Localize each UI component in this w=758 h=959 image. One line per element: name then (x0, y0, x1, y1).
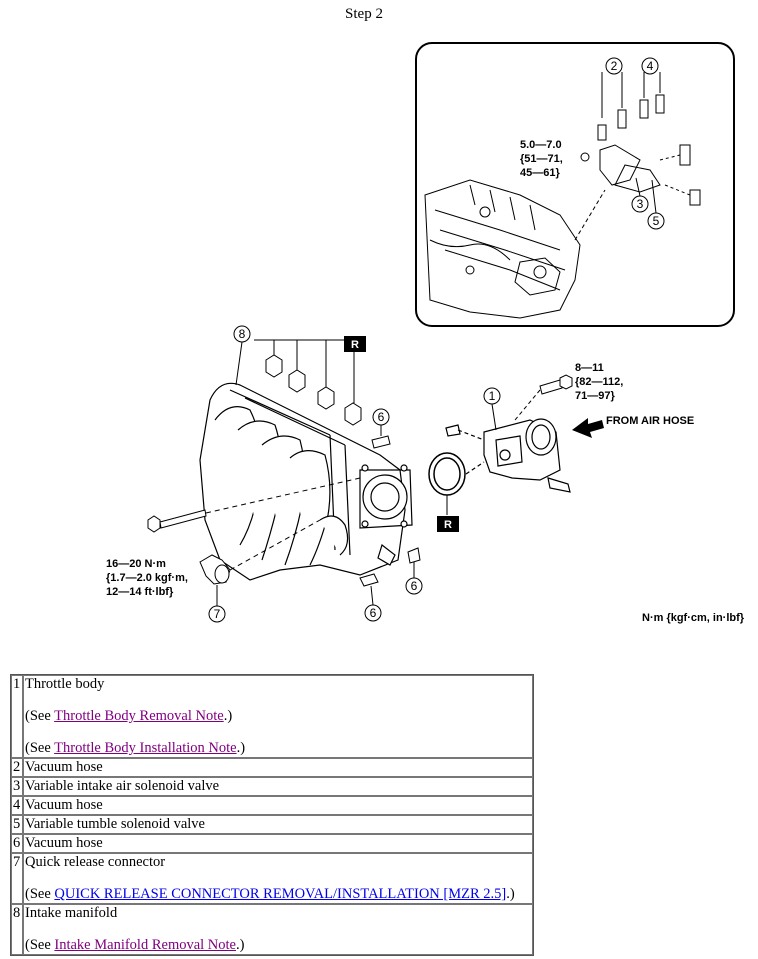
callout-6b: 6 (411, 579, 418, 593)
see-prefix: (See (25, 740, 55, 756)
part-number: 3 (11, 777, 23, 796)
callout-2: 2 (611, 59, 618, 73)
see-prefix: (See (25, 886, 55, 902)
svg-text:5.0—7.0: 5.0—7.0 (520, 139, 562, 151)
svg-text:45—61}: 45—61} (520, 167, 560, 179)
torque-spec-right: 8—11 {82—112, 71—97} (575, 362, 623, 402)
callout-7: 7 (214, 607, 221, 621)
see-prefix: (See (25, 708, 55, 724)
part-name: Vacuum hose (25, 759, 103, 775)
svg-text:{1.7—2.0 kgf·m,: {1.7—2.0 kgf·m, (106, 572, 188, 584)
part-name: Variable tumble solenoid valve (25, 816, 205, 832)
reference-link[interactable]: Throttle Body Installation Note (54, 740, 237, 756)
see-reference: (See Throttle Body Installation Note.) (25, 740, 531, 757)
reference-link[interactable]: Throttle Body Removal Note (54, 708, 224, 724)
vacuum-hoses-drawing (359, 435, 421, 587)
part-name: Vacuum hose (25, 835, 103, 851)
reference-link[interactable]: Intake Manifold Removal Note (54, 937, 236, 953)
part-number: 5 (11, 815, 23, 834)
part-number: 2 (11, 758, 23, 777)
intake-manifold-exploded-diagram: 2 4 3 5 5.0—7.0 {51—71, 45—61} R (106, 42, 745, 624)
air-flow-arrow (572, 418, 604, 438)
detail-inset-frame (415, 42, 735, 327)
part-description: Throttle body (See Throttle Body Removal … (23, 675, 533, 758)
callout-4: 4 (647, 59, 654, 73)
svg-text:8—11: 8—11 (575, 362, 604, 374)
part-name: Intake manifold (25, 905, 118, 921)
torque-spec-left: 16—20 N·m {1.7—2.0 kgf·m, 12—14 ft·lbf} (106, 558, 188, 598)
svg-text:71—97}: 71—97} (575, 390, 615, 402)
callout-1: 1 (489, 389, 496, 403)
reference-link[interactable]: QUICK RELEASE CONNECTOR REMOVAL/INSTALLA… (54, 886, 507, 902)
part-number: 8 (11, 904, 23, 955)
callout-5: 5 (653, 214, 660, 228)
see-suffix: .) (236, 937, 245, 953)
svg-text:12—14 ft·lbf}: 12—14 ft·lbf} (106, 586, 174, 598)
torque-spec-upper: 5.0—7.0 {51—71, 45—61} (520, 139, 563, 179)
part-description: Quick release connector (See QUICK RELEAS… (23, 853, 533, 904)
part-description: Vacuum hose (23, 834, 533, 853)
see-suffix: .) (223, 708, 233, 724)
callout-6c: 6 (370, 606, 377, 620)
part-name: Throttle body (25, 676, 105, 692)
part-number: 7 (11, 853, 23, 904)
part-description: Vacuum hose (23, 758, 533, 777)
throttle-gasket (428, 452, 466, 515)
inset-engine-drawing (424, 60, 701, 319)
part-number: 6 (11, 834, 23, 853)
throttle-body-drawing (445, 418, 571, 493)
callout-8: 8 (239, 327, 246, 341)
units-note: N·m {kgf·cm, in·lbf} (642, 612, 745, 624)
see-reference: (See Intake Manifold Removal Note.) (25, 937, 531, 954)
air-hose-label: FROM AIR HOSE (606, 415, 694, 427)
part-name: Variable intake air solenoid valve (25, 778, 220, 794)
svg-text:16—20 N·m: 16—20 N·m (106, 558, 166, 570)
svg-text:R: R (351, 339, 359, 351)
callout-6a: 6 (378, 410, 385, 424)
throttle-bolt (514, 374, 573, 421)
callout-3: 3 (637, 197, 644, 211)
manifold-gaskets (254, 339, 362, 426)
left-bolt (147, 477, 361, 533)
quick-release-connector-drawing (199, 519, 321, 585)
part-name: Vacuum hose (25, 797, 103, 813)
see-prefix: (See (25, 937, 55, 953)
inset-callouts: 2 4 3 5 (605, 57, 665, 230)
svg-text:{82—112,: {82—112, (575, 376, 623, 388)
replace-badge-lower: R (437, 516, 459, 532)
part-description: Intake manifold (See Intake Manifold Remo… (23, 904, 533, 955)
svg-text:{51—71,: {51—71, (520, 153, 563, 165)
see-reference: (See QUICK RELEASE CONNECTOR REMOVAL/INS… (25, 886, 531, 903)
part-description: Vacuum hose (23, 796, 533, 815)
part-description: Variable intake air solenoid valve (23, 777, 533, 796)
part-number: 4 (11, 796, 23, 815)
step-title: Step 2 (345, 6, 383, 22)
svg-text:R: R (444, 519, 452, 531)
replace-badge-upper: R (344, 336, 366, 352)
part-description: Variable tumble solenoid valve (23, 815, 533, 834)
see-suffix: .) (236, 740, 246, 756)
part-name: Quick release connector (25, 854, 166, 870)
see-reference: (See Throttle Body Removal Note.) (25, 708, 531, 725)
part-number: 1 (11, 675, 23, 758)
see-suffix: .) (506, 886, 515, 902)
